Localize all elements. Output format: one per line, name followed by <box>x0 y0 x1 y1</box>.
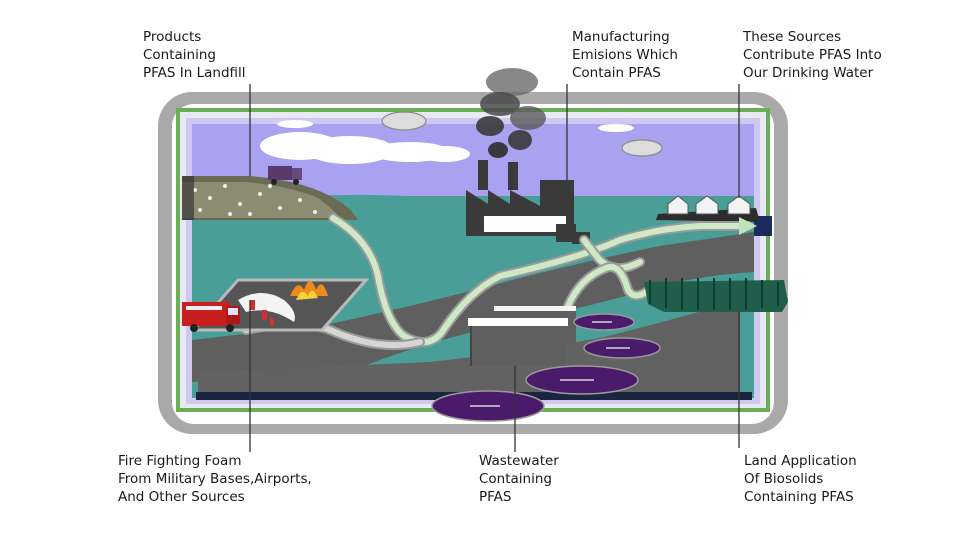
firefighters <box>250 300 274 326</box>
callout-line: PFAS <box>479 489 512 505</box>
callout-line: Land Application <box>744 453 857 469</box>
fire-truck <box>182 302 240 332</box>
callout-line: Containing PFAS <box>744 489 854 505</box>
callout-line: PFAS In Landfill <box>143 65 246 81</box>
landfill <box>182 176 358 220</box>
cloud <box>260 120 634 164</box>
trees <box>644 278 788 312</box>
callout-line: Contain PFAS <box>572 65 661 81</box>
callout-fire-fighting-foam: Fire Fighting Foam From Military Bases,A… <box>118 452 312 506</box>
callout-sources: These Sources Contribute PFAS Into Our D… <box>743 28 882 82</box>
callout-line: Containing <box>479 471 552 487</box>
callout-line: Products <box>143 29 202 45</box>
houses <box>656 195 760 222</box>
garbage-truck <box>268 166 302 185</box>
callout-wastewater: Wastewater Containing PFAS <box>479 452 559 506</box>
callout-line: Containing <box>143 47 216 63</box>
puff-cloud <box>381 111 663 157</box>
wastewater-plant <box>468 306 576 366</box>
callout-line: Manufacturing <box>572 29 670 45</box>
factory <box>466 68 590 244</box>
callout-line: Of Biosolids <box>744 471 824 487</box>
callout-line: And Other Sources <box>118 489 245 505</box>
callout-landfill: Products Containing PFAS In Landfill <box>143 28 246 82</box>
callout-line: Wastewater <box>479 453 559 469</box>
callout-land-application: Land Application Of Biosolids Containing… <box>744 452 857 506</box>
callout-line: Emisions Which <box>572 47 678 63</box>
callout-manufacturing: Manufacturing Emisions Which Contain PFA… <box>572 28 678 82</box>
callout-line: Fire Fighting Foam <box>118 453 242 469</box>
callout-line: From Military Bases,Airports, <box>118 471 312 487</box>
callout-line: Contribute PFAS Into <box>743 47 882 63</box>
lagoon-highlights <box>470 321 630 407</box>
callout-line: These Sources <box>743 29 842 45</box>
callout-line: Our Drinking Water <box>743 65 874 81</box>
leader-lines <box>249 84 740 452</box>
